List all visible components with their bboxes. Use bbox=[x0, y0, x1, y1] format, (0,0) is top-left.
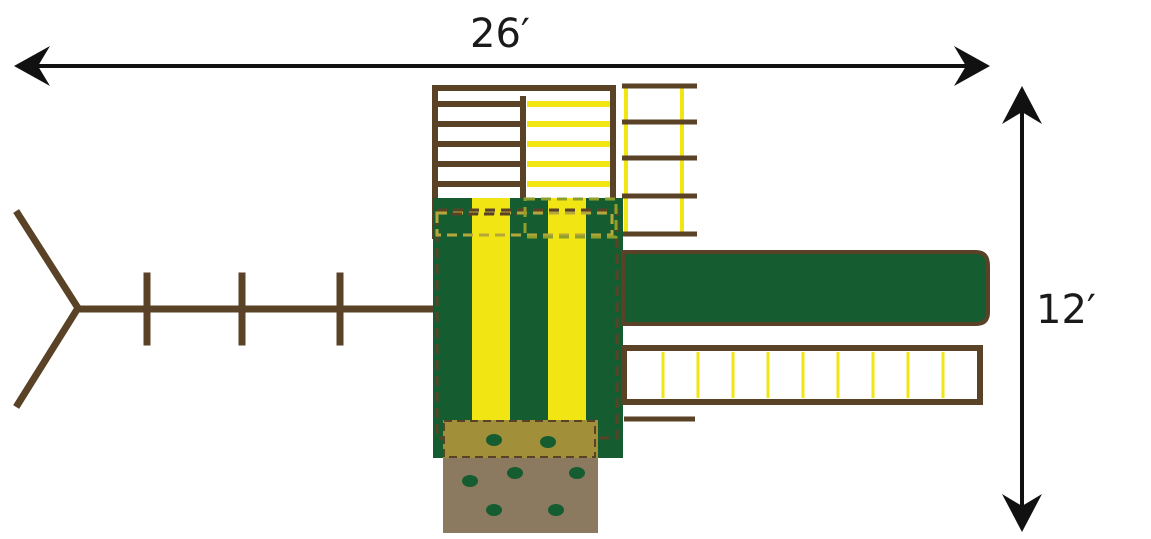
sandbox bbox=[443, 420, 598, 533]
top-ladder bbox=[622, 83, 697, 237]
height-dimension-arrow bbox=[1002, 86, 1042, 532]
arrow-head-right-icon bbox=[954, 46, 990, 86]
arrow-head-up-icon bbox=[1002, 86, 1042, 124]
arrow-head-left-icon bbox=[14, 46, 50, 86]
canopy-stripe bbox=[472, 198, 510, 458]
height-dimension-label: 12′ bbox=[1036, 287, 1096, 333]
width-dimension-arrow bbox=[14, 46, 990, 86]
tower-canopy bbox=[433, 197, 623, 458]
swing-beam bbox=[13, 209, 442, 409]
canopy-stripe bbox=[548, 198, 586, 458]
arrow-head-down-icon bbox=[1002, 494, 1042, 532]
width-dimension-label: 26′ bbox=[470, 11, 530, 57]
side-ladder bbox=[621, 345, 983, 422]
slide bbox=[621, 250, 990, 326]
